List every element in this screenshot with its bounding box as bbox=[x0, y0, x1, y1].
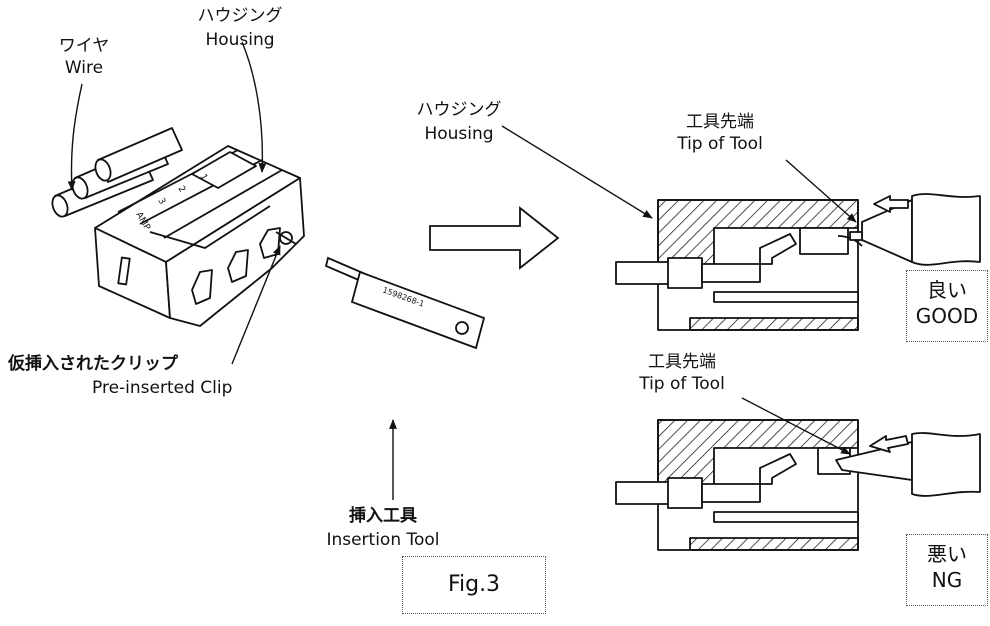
tip-ng-label-en: Tip of Tool bbox=[639, 374, 725, 394]
wire-label-en: Wire bbox=[64, 58, 104, 78]
housing2-label-en: Housing bbox=[424, 124, 494, 144]
ng-badge: 悪い NG bbox=[906, 534, 988, 606]
clip-label-ja: 仮挿入されたクリップ bbox=[8, 354, 178, 374]
housing2-label-ja: ハウジング bbox=[416, 100, 502, 120]
figure-caption: Fig.3 bbox=[402, 556, 546, 614]
housing-mark-1: 1 bbox=[197, 173, 209, 183]
clip-label-en: Pre-inserted Clip bbox=[92, 378, 233, 398]
housing-mark-3: 3 bbox=[155, 197, 167, 207]
clip-arrow bbox=[231, 245, 281, 365]
housing-label-ja: ハウジング bbox=[197, 6, 283, 26]
tool-label-ja: 挿入工具 bbox=[349, 506, 417, 526]
housing-mark-2: 2 bbox=[175, 185, 187, 195]
housing-arrow bbox=[241, 41, 267, 173]
good-label-en: GOOD bbox=[915, 304, 979, 328]
housing-label-en: Housing bbox=[205, 30, 275, 50]
wire-arrow bbox=[67, 83, 83, 191]
wires bbox=[51, 127, 183, 218]
tip-ng-label-ja: 工具先端 bbox=[648, 352, 716, 372]
process-arrow bbox=[429, 206, 560, 270]
wire-label-ja: ワイヤ bbox=[58, 36, 110, 56]
tip-good-arrow bbox=[785, 159, 857, 223]
tip-ng-arrow bbox=[741, 397, 851, 455]
good-label-ja: 良い bbox=[927, 278, 967, 302]
ng-cross-section bbox=[615, 419, 981, 551]
connector-assembly bbox=[51, 127, 305, 327]
insertion-tool: 1598268-1 bbox=[324, 256, 486, 350]
ng-label-en: NG bbox=[931, 568, 963, 592]
housing2-arrow bbox=[501, 125, 653, 219]
tool-label-en: Insertion Tool bbox=[326, 530, 440, 550]
ng-label-ja: 悪い bbox=[927, 542, 967, 566]
good-cross-section bbox=[615, 193, 981, 331]
tip-good-label-ja: 工具先端 bbox=[686, 112, 754, 132]
right-leaders bbox=[501, 125, 857, 455]
good-badge: 良い GOOD bbox=[906, 270, 988, 342]
tip-good-label-en: Tip of Tool bbox=[677, 134, 763, 154]
left-leaders bbox=[67, 41, 397, 500]
